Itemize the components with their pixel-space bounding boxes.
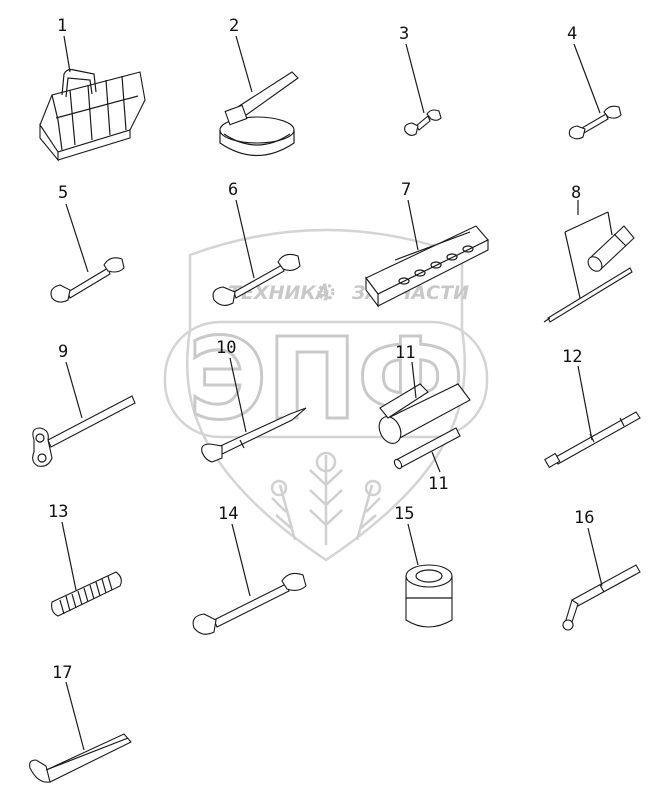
leader-6	[235, 199, 255, 279]
part-8-screwdriver	[543, 225, 635, 323]
leader-1	[63, 35, 71, 73]
callout-8: 8	[571, 183, 581, 203]
part-1-tool-bag	[39, 68, 146, 162]
part-15-socket	[405, 564, 453, 628]
part-5-wrench	[50, 257, 125, 303]
leader-8	[564, 200, 613, 299]
part-13-spring	[51, 571, 122, 617]
part-9-hammer	[32, 395, 136, 467]
callout-11b: 11	[428, 474, 448, 494]
part-10-pry-bar	[201, 407, 307, 463]
callout-5: 5	[58, 183, 68, 203]
watermark-shield	[163, 228, 489, 562]
callout-10: 10	[216, 338, 236, 358]
leader-2	[235, 35, 253, 93]
wheat-icon	[270, 451, 382, 545]
leader-3	[405, 43, 425, 114]
leader-10	[229, 357, 247, 433]
leader-13	[61, 521, 77, 591]
callout-7: 7	[401, 180, 411, 200]
leader-11a	[411, 361, 417, 399]
leader-4	[573, 43, 601, 114]
callout-3: 3	[399, 24, 409, 44]
leader-16	[587, 527, 603, 587]
callout-2: 2	[229, 16, 239, 36]
callout-9: 9	[58, 342, 68, 362]
callout-12: 12	[562, 347, 582, 367]
leader-17	[65, 681, 85, 751]
part-6-wrench	[212, 253, 301, 306]
callout-14: 14	[218, 504, 238, 524]
callout-11a: 11	[395, 343, 415, 363]
callout-1: 1	[57, 16, 67, 36]
leader-9	[65, 361, 83, 419]
part-2-band-wrench	[219, 71, 299, 157]
part-11-grease-gun	[378, 383, 471, 470]
leader-5	[65, 203, 89, 273]
leader-14	[231, 523, 251, 597]
callout-17: 17	[52, 663, 72, 683]
part-17-hex-key	[29, 733, 132, 783]
part-14-wrench	[192, 572, 307, 635]
part-16-l-handle	[562, 564, 641, 631]
leader-7	[407, 199, 419, 251]
callout-4: 4	[567, 24, 577, 44]
part-7-socket-case	[365, 225, 489, 308]
leader-11b	[431, 451, 441, 473]
leader-12	[577, 365, 593, 441]
part-4-wrench	[568, 105, 622, 140]
part-3-wrench	[404, 109, 442, 137]
callout-16: 16	[574, 508, 594, 528]
callout-15: 15	[394, 504, 414, 524]
leader-15	[407, 523, 419, 566]
callout-13: 13	[48, 502, 68, 522]
part-12-extension-bar	[544, 411, 641, 469]
gear-icon	[317, 283, 335, 301]
callout-6: 6	[228, 180, 238, 200]
